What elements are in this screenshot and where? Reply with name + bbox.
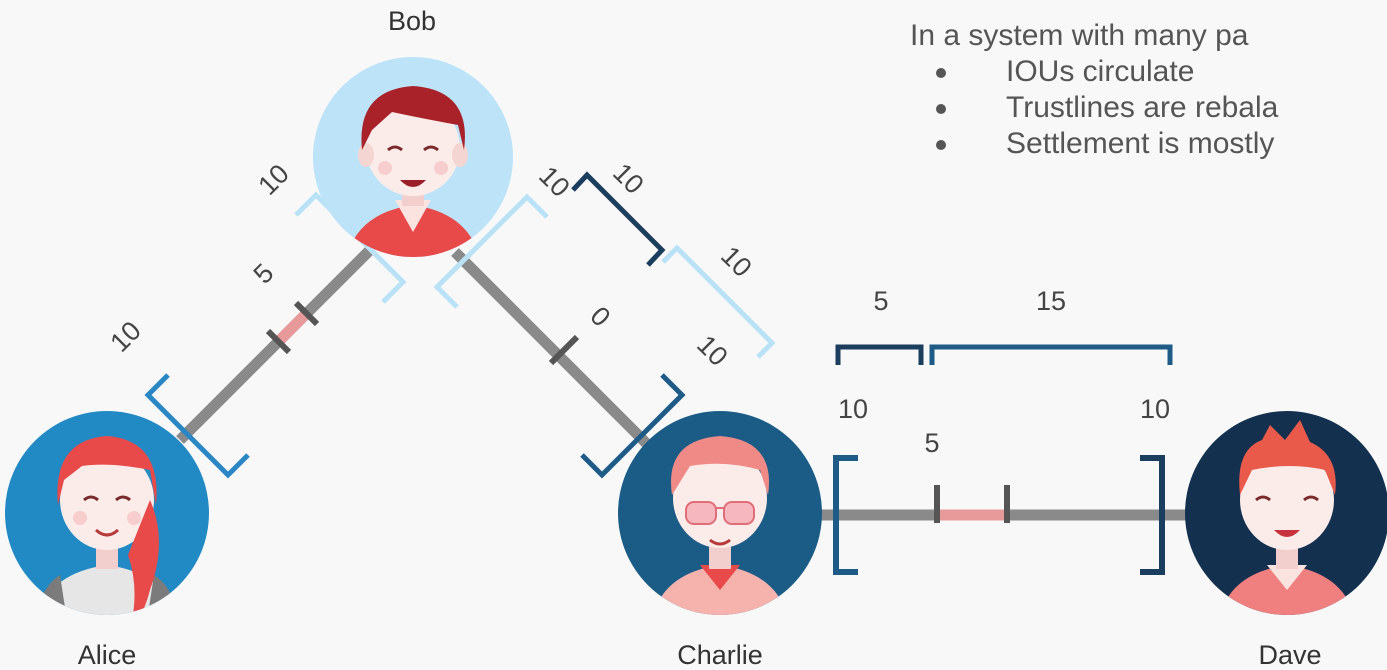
explanation-heading: In a system with many pa bbox=[910, 19, 1249, 52]
limit-label-bob: 10 bbox=[252, 158, 294, 200]
side-bracket-bottom bbox=[661, 244, 776, 359]
trustline-bar bbox=[176, 244, 376, 444]
side-label-bottom: 10 bbox=[715, 240, 757, 282]
range-label-left: 5 bbox=[873, 286, 888, 316]
range-label-right: 15 bbox=[1036, 286, 1066, 316]
limit-bracket-bob bbox=[433, 193, 549, 309]
bullet-icon bbox=[936, 68, 946, 78]
limit-label-dave: 10 bbox=[1140, 394, 1170, 424]
limit-label-charlie: 10 bbox=[838, 394, 868, 424]
trustline-bar bbox=[451, 248, 652, 449]
limit-bracket-alice bbox=[144, 373, 250, 479]
name-alice: Alice bbox=[78, 640, 137, 670]
range-bracket-right bbox=[929, 344, 1173, 365]
balance-tick bbox=[293, 300, 320, 327]
trustline-charlie-dave: 5 15 10 10 5 bbox=[815, 286, 1190, 575]
balance-label: 5 bbox=[248, 258, 280, 290]
balance-tick bbox=[265, 328, 292, 355]
avatar-alice bbox=[5, 411, 209, 615]
name-dave: Dave bbox=[1258, 640, 1321, 670]
explanation-text: In a system with many pa IOUs circulate … bbox=[910, 18, 1387, 162]
balance-tick bbox=[548, 334, 580, 366]
bullet-text: Settlement is mostly bbox=[1006, 127, 1275, 160]
limit-label-alice: 10 bbox=[104, 315, 146, 357]
bullet-icon bbox=[936, 140, 946, 150]
side-label-top: 10 bbox=[607, 157, 649, 199]
limit-label-charlie: 10 bbox=[691, 329, 733, 371]
balance-segment bbox=[274, 310, 310, 346]
side-bracket-top bbox=[571, 171, 666, 267]
balance-label: 5 bbox=[924, 428, 939, 458]
limit-label-bob: 10 bbox=[533, 160, 575, 202]
limit-bracket-dave bbox=[1140, 455, 1165, 575]
name-bob: Bob bbox=[388, 6, 436, 36]
limit-bracket-charlie bbox=[580, 373, 686, 479]
bullet-item: Trustlines are rebala bbox=[936, 90, 1387, 126]
range-bracket-left bbox=[835, 344, 924, 365]
avatar-bob bbox=[313, 57, 513, 257]
avatar-dave bbox=[1185, 411, 1387, 615]
bullet-icon bbox=[936, 104, 946, 114]
name-charlie: Charlie bbox=[677, 640, 763, 670]
explanation-bullets: IOUs circulate Trustlines are rebala Set… bbox=[910, 54, 1387, 162]
bullet-item: Settlement is mostly bbox=[936, 126, 1387, 162]
bullet-text: Trustlines are rebala bbox=[1006, 91, 1279, 124]
avatar-charlie bbox=[618, 411, 822, 615]
bullet-item: IOUs circulate bbox=[936, 54, 1387, 90]
bullet-text: IOUs circulate bbox=[1006, 55, 1195, 88]
limit-bracket-charlie bbox=[833, 455, 858, 575]
balance-label: 0 bbox=[584, 301, 616, 333]
